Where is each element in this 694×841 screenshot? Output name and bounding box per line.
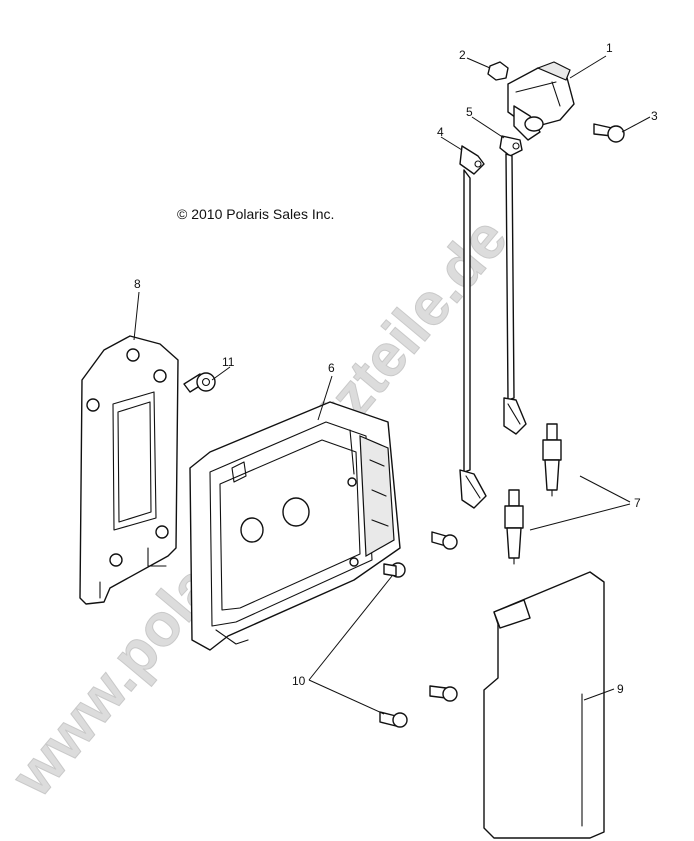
callout-11: 11	[222, 355, 235, 369]
part-5-spark-plug-wire[interactable]	[499, 135, 527, 435]
leader-lines	[133, 55, 651, 715]
part-6-ecu-module[interactable]	[189, 401, 401, 651]
callout-1: 1	[606, 41, 613, 55]
part-4-spark-plug-wire[interactable]	[459, 145, 487, 509]
part-10-bolt-d[interactable]	[379, 711, 408, 728]
callout-4: 4	[437, 125, 444, 139]
part-11-bolt[interactable]	[183, 372, 216, 393]
part-10-bolt-b[interactable]	[383, 562, 406, 578]
callout-3: 3	[651, 109, 658, 123]
part-7-spark-plug-b[interactable]	[504, 489, 524, 565]
part-3-bolt[interactable]	[593, 123, 625, 143]
part-7-spark-plug-a[interactable]	[542, 423, 562, 497]
callout-2: 2	[459, 48, 466, 62]
part-10-bolt-a[interactable]	[431, 531, 458, 550]
part-10-bolt-c[interactable]	[429, 685, 458, 702]
callout-10: 10	[292, 674, 306, 688]
copyright-text: © 2010 Polaris Sales Inc.	[177, 206, 334, 222]
callout-6: 6	[328, 361, 335, 375]
part-1-ignition-coil[interactable]	[507, 61, 575, 141]
part-2-nut[interactable]	[487, 61, 509, 81]
part-8-mounting-bracket[interactable]	[79, 335, 179, 605]
callout-8: 8	[134, 277, 141, 291]
callout-9: 9	[617, 682, 624, 696]
callout-5: 5	[466, 105, 473, 119]
part-9-cover-panel[interactable]	[483, 571, 605, 839]
callout-7: 7	[634, 496, 641, 510]
